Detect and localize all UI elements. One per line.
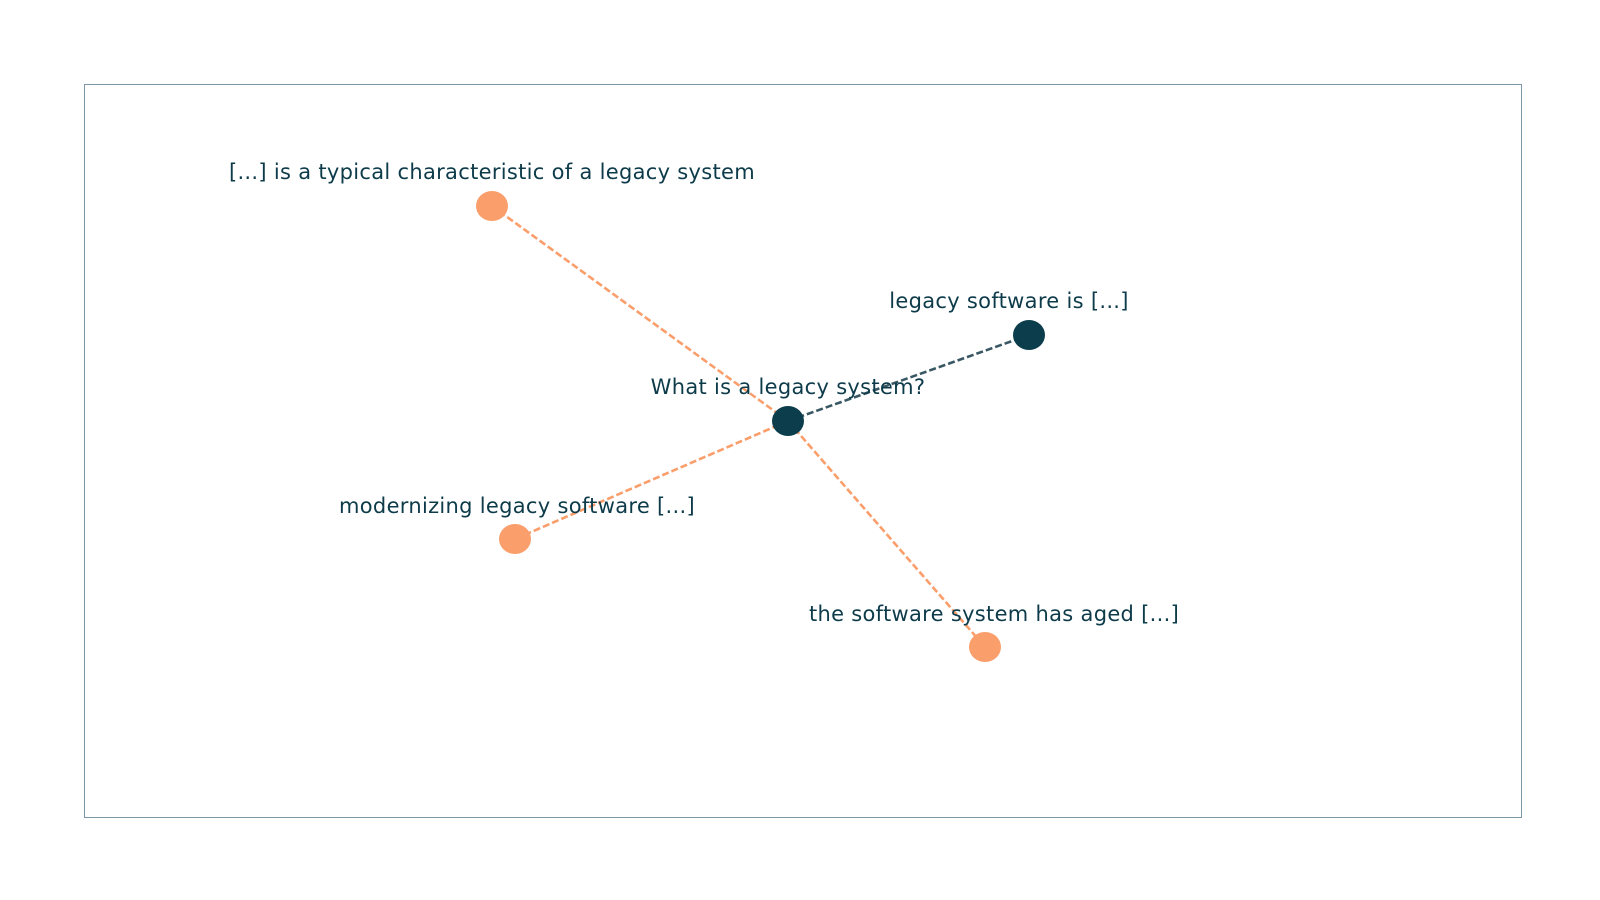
edge-center-n2	[787, 333, 1030, 423]
node-n4[interactable]	[969, 632, 1001, 662]
node-label-center: What is a legacy system?	[651, 375, 926, 399]
nodes-layer	[476, 191, 1045, 662]
edge-center-n3	[514, 419, 789, 541]
node-n1[interactable]	[476, 191, 508, 221]
diagram-frame	[84, 84, 1522, 818]
node-n3[interactable]	[499, 524, 531, 554]
node-label-n4: the software system has aged [...]	[809, 602, 1179, 626]
edges-layer	[491, 204, 1030, 648]
node-center[interactable]	[772, 406, 804, 436]
node-label-n1: [...] is a typical characteristic of a l…	[229, 160, 755, 184]
edge-center-n1	[491, 204, 789, 423]
node-n2[interactable]	[1013, 320, 1045, 350]
labels-layer: What is a legacy system? [...] is a typic…	[229, 160, 1179, 626]
node-label-n3: modernizing legacy software [...]	[339, 494, 695, 518]
node-label-n2: legacy software is [...]	[889, 289, 1129, 313]
